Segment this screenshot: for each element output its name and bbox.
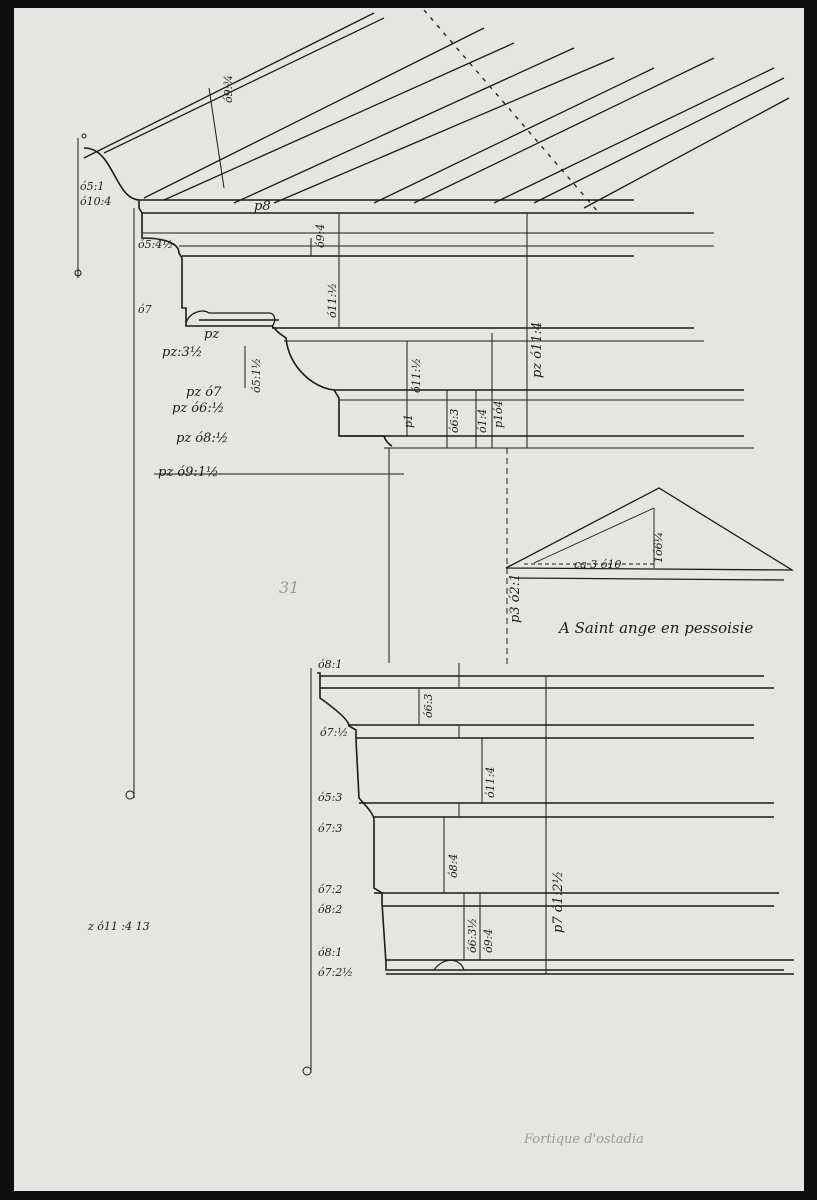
upper-dim: ó11:½ <box>410 358 423 393</box>
upper-dim: pz ó11:4 <box>530 322 545 378</box>
lower-label: ó7:½ <box>320 726 348 739</box>
upper-label: pz ó8:½ <box>176 431 228 446</box>
lower-dim: ó11:4 <box>484 767 497 798</box>
caption: A Saint ange en pessoisie <box>557 619 753 637</box>
margin-note: z ó11 :4 13 <box>87 920 150 933</box>
architectural-drawing: ó5:1 ó10:4 p8 ó5:4½ ó7 pz pz:3½ pz ó7 pz… <box>14 8 804 1191</box>
pediment-label: p3 ó2:1 <box>508 574 523 623</box>
lower-cornice-profile <box>317 672 794 975</box>
upper-label: pz ó7 <box>186 385 222 400</box>
upper-label: ó5:4½ <box>138 238 173 251</box>
upper-dimension-lines <box>74 133 528 800</box>
lower-dimension-lines <box>302 663 547 1076</box>
lower-dim: ó6:3½ <box>466 918 479 953</box>
upper-dim: p1 <box>402 414 415 428</box>
upper-label: ó7 <box>138 303 152 316</box>
upper-label: ó5:1 <box>80 180 104 193</box>
lower-label: ó7:2 <box>318 883 342 896</box>
upper-dim: ó11:½ <box>326 283 339 318</box>
lower-dim: ó9:4 <box>482 929 495 953</box>
paper <box>14 8 804 1191</box>
upper-dim: ó6:3 <box>448 409 461 433</box>
upper-dim: ó5:1½ <box>250 358 263 393</box>
lower-label: ó7:3 <box>318 822 342 835</box>
upper-dim: ó1:4 <box>476 409 489 433</box>
lower-label: ó7:2½ <box>318 966 353 979</box>
lower-dim: p7 ó1:2½ <box>551 871 566 933</box>
sheet-number: 31 <box>279 578 299 597</box>
pediment-label: ca 3 ó10 <box>574 558 621 571</box>
upper-dim: ó9:4 <box>314 224 327 248</box>
lower-dim: ó6:3 <box>422 694 435 718</box>
lower-label: ó5:3 <box>318 791 342 804</box>
upper-label: pz ó9:1½ <box>158 465 219 480</box>
footer-note: Fortique d'ostadia <box>523 1132 644 1147</box>
upper-label: ó10:4 <box>80 195 111 208</box>
upper-label: p8 <box>254 199 271 214</box>
lower-dim: ó8:4 <box>447 854 460 878</box>
roof-slope-lines <box>83 9 790 214</box>
drawing-sheet: ó5:1 ó10:4 p8 ó5:4½ ó7 pz pz:3½ pz ó7 pz… <box>14 8 804 1191</box>
upper-dim: ó9:¾ <box>222 75 235 103</box>
upper-label: pz <box>204 327 219 342</box>
upper-label: pz ó6:½ <box>172 401 224 416</box>
lower-label: ó8:1 <box>318 946 342 959</box>
lower-label: ó8:2 <box>318 903 342 916</box>
pediment-sketch <box>505 487 795 581</box>
upper-dim: p1ó4 <box>492 400 505 428</box>
upper-label: pz:3½ <box>162 345 202 360</box>
upper-cornice-profile <box>83 147 754 475</box>
lower-label: ó8:1 <box>318 658 342 671</box>
pediment-label: 1ó6¼ <box>652 532 665 563</box>
